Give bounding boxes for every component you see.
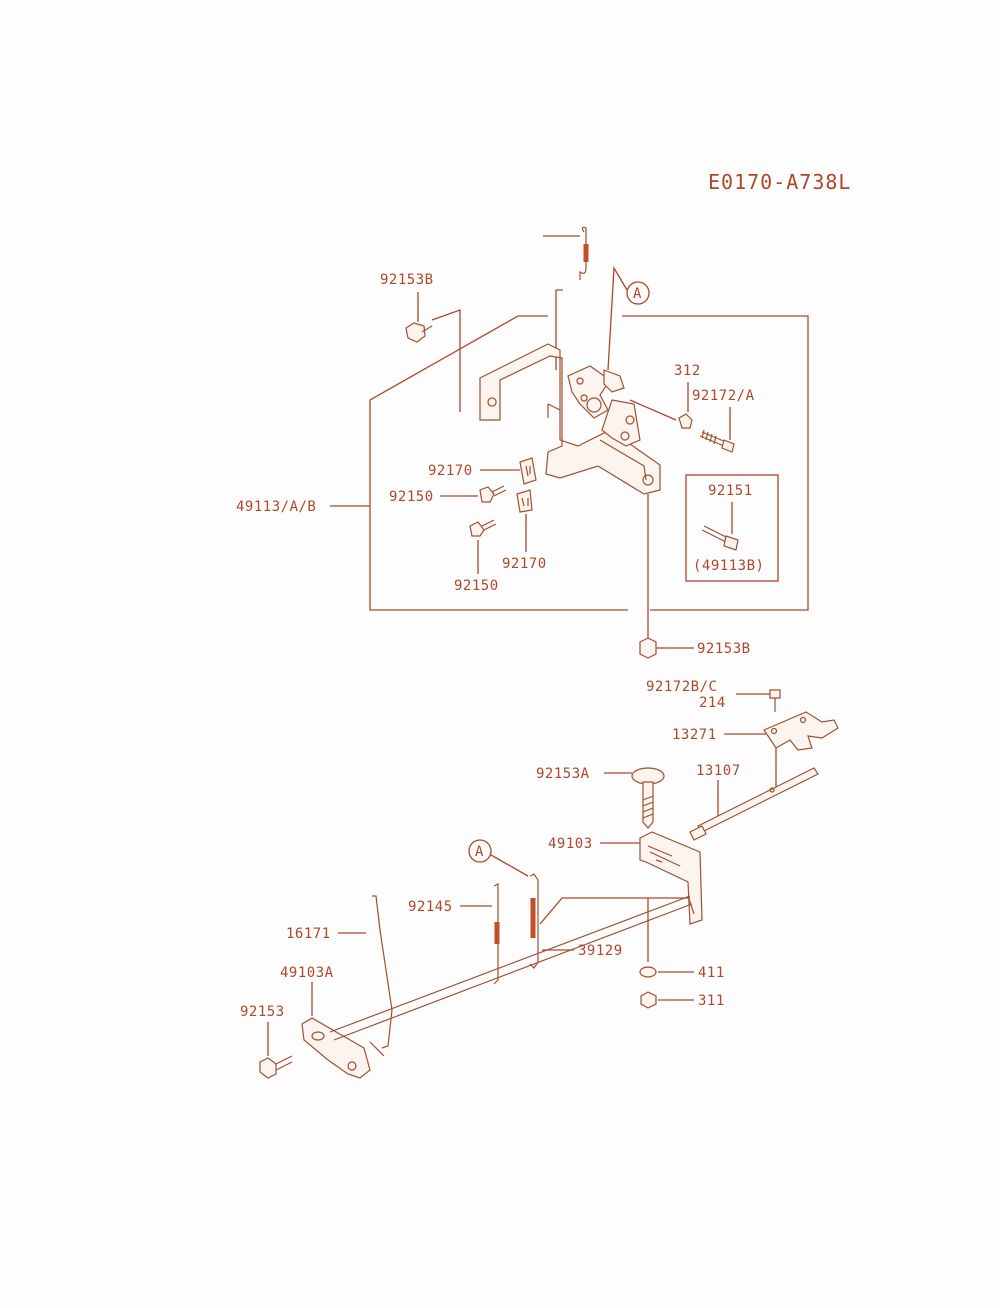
label-92170-lower: 92170: [502, 556, 547, 572]
nut-311: [640, 991, 657, 1009]
ref-circle-a-top: [626, 281, 650, 305]
label-49113AB: 49113/A/B: [236, 499, 316, 515]
label-92172A: 92172/A: [692, 388, 755, 404]
shaft-13107: [689, 767, 819, 841]
label-92172BC: 92172B/C: [646, 679, 717, 695]
lever-49103: [639, 831, 703, 925]
label-411: 411: [698, 965, 725, 981]
spring-hook-92145A: [579, 226, 587, 280]
label-92153B-top: 92153B: [380, 272, 434, 288]
screw-92172A: [699, 429, 735, 453]
washer-411: [639, 966, 657, 978]
label-92153B-mid: 92153B: [697, 641, 751, 657]
control-bracket: [479, 343, 661, 495]
label-92153: 92153: [240, 1004, 285, 1020]
label-92150-upper: 92150: [389, 489, 434, 505]
clip-92170-lower: [516, 489, 533, 513]
label-13271: 13271: [672, 727, 717, 743]
bolt-92153B-mid: [639, 637, 657, 659]
throttle-lever-assembly: [567, 365, 641, 447]
rod-end: [369, 1041, 385, 1057]
label-49113B: (49113B): [693, 558, 764, 574]
screw-92172BC: [769, 689, 781, 712]
label-312: 312: [674, 363, 701, 379]
label-92151: 92151: [708, 483, 753, 499]
ref-a-lower: A: [475, 844, 484, 860]
leader-ref-a-lower: [490, 854, 529, 877]
label-92153A: 92153A: [536, 766, 590, 782]
label-49103: 49103: [548, 836, 593, 852]
ref-a-top: A: [633, 286, 642, 302]
leader-ref-a-top: [607, 265, 628, 371]
diagram-code: E0170-A738L: [708, 170, 851, 194]
label-49103A: 49103A: [280, 965, 334, 981]
bolt-92150-lower: [469, 519, 497, 537]
label-92170-upper: 92170: [428, 463, 473, 479]
spring-link-line: [539, 897, 690, 925]
clip-92170-upper: [519, 457, 537, 485]
label-311: 311: [698, 993, 725, 1009]
screw-92151: [701, 525, 739, 551]
label-214: 214: [699, 695, 726, 711]
ref-circle-a-lower: [468, 839, 492, 863]
plate-13271: [763, 711, 839, 751]
lever-49103A: [301, 1017, 371, 1079]
spring-hook-39129: [529, 873, 539, 969]
box-92151: [685, 474, 779, 582]
rod-16171: [372, 895, 393, 1049]
label-92150-lower: 92150: [454, 578, 499, 594]
bolt-92150-upper: [479, 485, 507, 503]
leader-bolt-path: [431, 309, 461, 412]
group-frame-49113: [369, 315, 809, 611]
label-13107: 13107: [696, 763, 741, 779]
label-39129: 39129: [578, 943, 623, 959]
nut-312: [678, 413, 693, 429]
label-92145: 92145: [408, 899, 453, 915]
bolt-92153B-top: [405, 322, 433, 343]
label-16171: 16171: [286, 926, 331, 942]
leader-312-line: [629, 399, 677, 421]
bolt-92153: [259, 1055, 293, 1079]
bolt-92153A: [631, 767, 665, 829]
connecting-rod: [329, 895, 693, 1041]
